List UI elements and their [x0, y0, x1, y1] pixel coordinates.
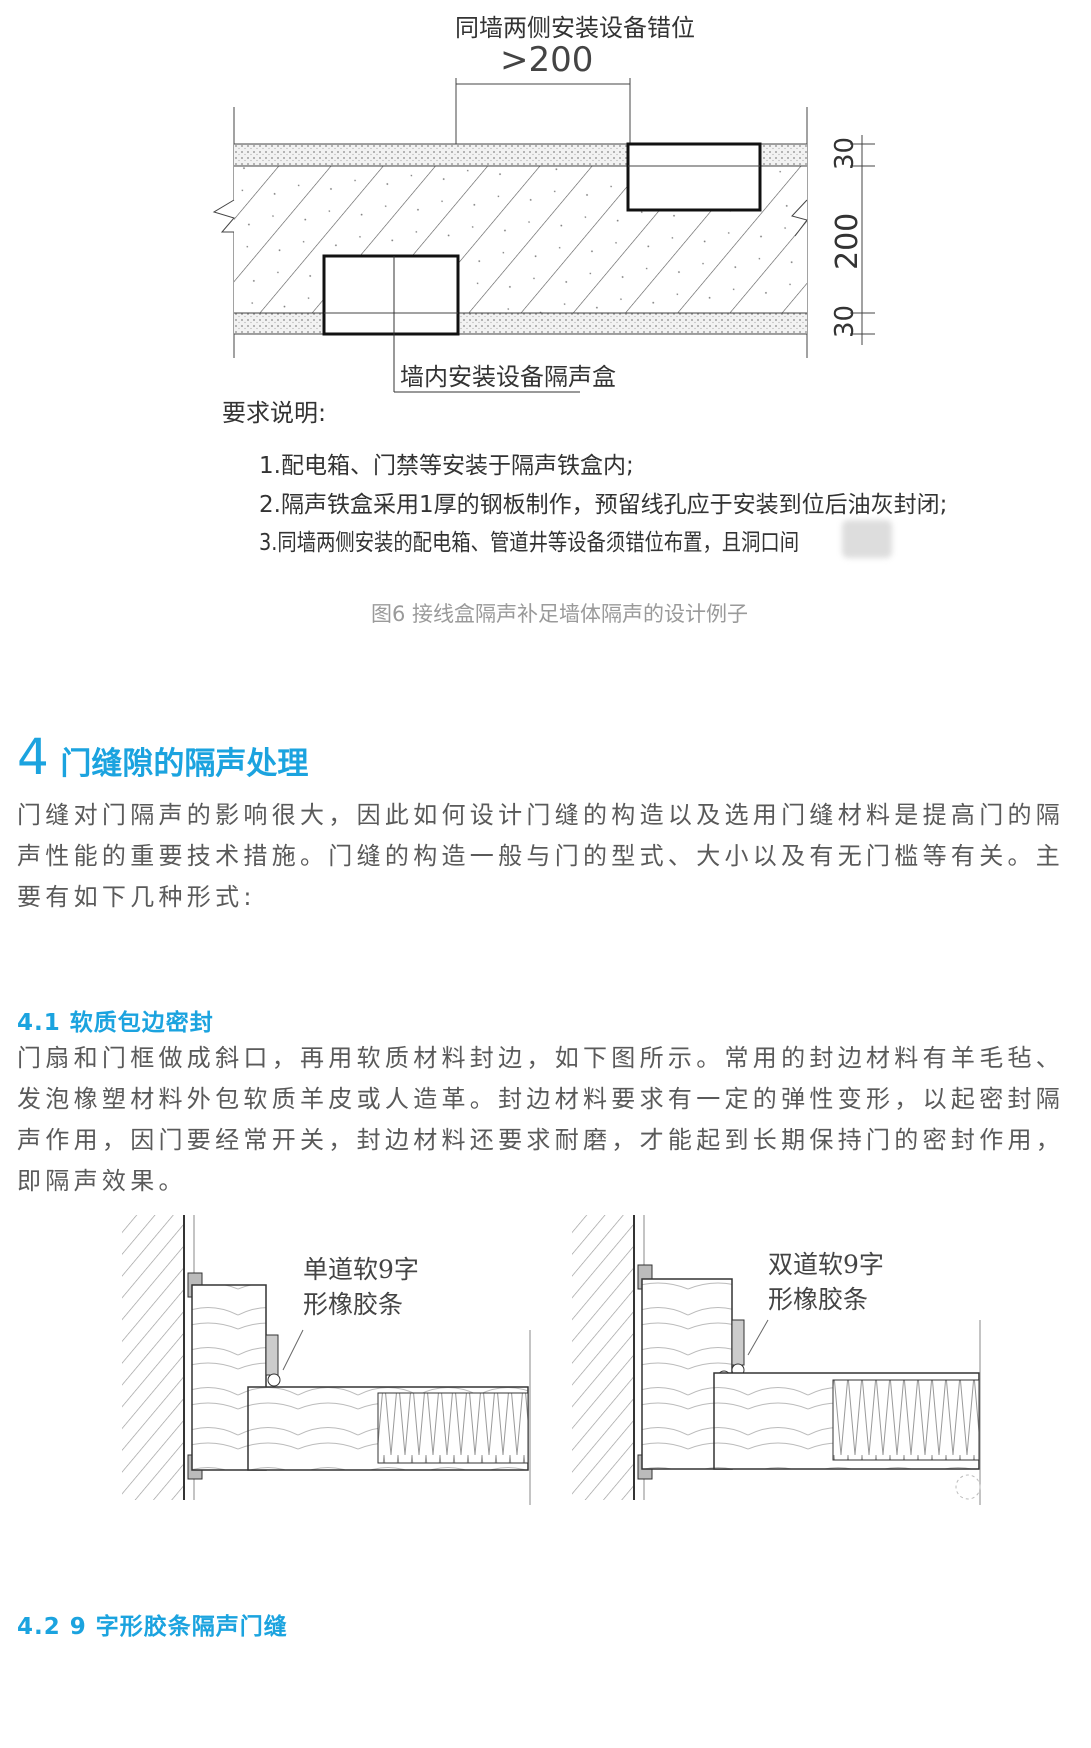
- seal-label-line2: 形橡胶条: [768, 1285, 869, 1314]
- blurred-watermark: [842, 520, 892, 558]
- offset-dimension: >200: [500, 40, 594, 80]
- paragraph-line: 声作用，因门要经常开关，封边材料还要求耐磨，才能起到长期保持门的密封作用，: [17, 1126, 1065, 1154]
- dim-30-bottom: 30: [830, 304, 860, 338]
- single-seal-drawing: [122, 1215, 531, 1505]
- door-seal-figure-single: 单道软9字 形橡胶条: [118, 1215, 538, 1515]
- double-seal-drawing: [572, 1215, 981, 1505]
- seal-label-line1: 单道软9字: [303, 1255, 419, 1284]
- wall-section-diagram: [212, 78, 875, 393]
- paragraph-line: 即隔声效果。: [17, 1167, 187, 1195]
- paragraph-line: 门缝对门隔声的影响很大，因此如何设计门缝的构造以及选用门缝材料是提高门的隔: [17, 801, 1065, 829]
- section-4-heading: 4 门缝隙的隔声处理: [17, 728, 308, 786]
- box-label: 墙内安装设备隔声盒: [400, 363, 616, 391]
- offset-note: 同墙两侧安装设备错位: [455, 14, 695, 42]
- door-seal-figure-double: 双道软9字 形橡胶条: [568, 1215, 988, 1515]
- paragraph-line: 门扇和门框做成斜口，再用软质材料封边，如下图所示。常用的封边材料有羊毛毡、: [17, 1044, 1065, 1072]
- section-number: 4: [17, 728, 49, 786]
- seal-label-line2: 形橡胶条: [303, 1290, 404, 1319]
- note-2: 2.隔声铁盒采用1厚的钢板制作，预留线孔应于安装到位后油灰封闭;: [259, 492, 948, 518]
- notes-title: 要求说明:: [222, 399, 327, 427]
- paragraph-line: 声性能的重要技术措施。门缝的构造一般与门的型式、大小以及有无门槛等有关。主: [17, 842, 1065, 870]
- section-4-1-heading: 4.1 软质包边密封: [17, 1010, 214, 1036]
- note-3: 3.同墙两侧安装的配电箱、管道井等设备须错位布置，且洞口间: [259, 530, 800, 556]
- note-1: 1.配电箱、门禁等安装于隔声铁盒内;: [259, 453, 634, 479]
- seal-label-line1: 双道软9字: [768, 1250, 884, 1279]
- section-title: 门缝隙的隔声处理: [60, 746, 309, 782]
- section-4-2-heading: 4.2 9 字形胶条隔声门缝: [17, 1614, 288, 1640]
- section-4-paragraph: 门缝对门隔声的影响很大，因此如何设计门缝的构造以及选用门缝材料是提高门的隔 声性…: [17, 795, 1087, 918]
- figure-caption: 图6 接线盒隔声补足墙体隔声的设计例子: [370, 602, 749, 626]
- dim-200: 200: [830, 212, 865, 270]
- paragraph-line: 要有如下几种形式:: [17, 883, 256, 911]
- section-4-1-paragraph: 门扇和门框做成斜口，再用软质材料封边，如下图所示。常用的封边材料有羊毛毡、 发泡…: [17, 1038, 1087, 1202]
- paragraph-line: 发泡橡塑材料外包软质羊皮或人造革。封边材料要求有一定的弹性变形，以起密封隔: [17, 1085, 1065, 1113]
- dim-30-top: 30: [830, 136, 860, 170]
